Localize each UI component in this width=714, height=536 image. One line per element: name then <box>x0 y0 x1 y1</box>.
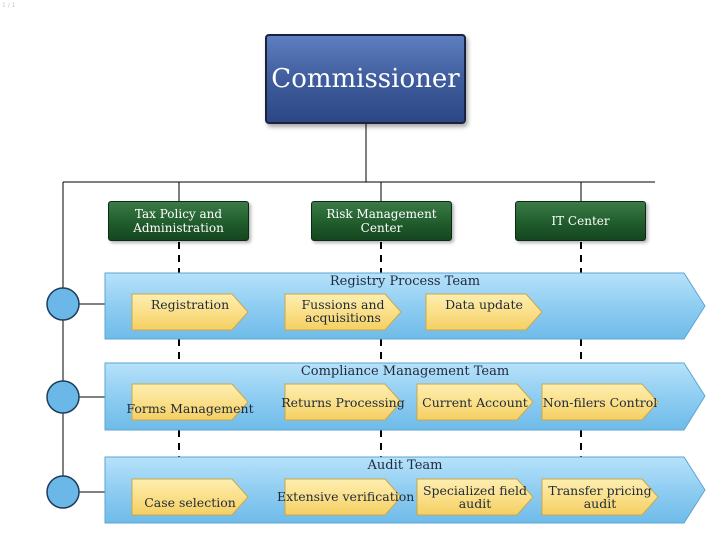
chevron-specialized <box>416 478 534 516</box>
process-forms-management: Forms Management <box>126 401 254 416</box>
dept-tax-policy: Tax Policy and Administration <box>108 201 249 241</box>
corner-text: 1 / 1 <box>2 2 16 9</box>
team-title-audit: Audit Team <box>367 458 443 473</box>
dept-label-line2: Center <box>360 221 403 235</box>
chevron-transfer <box>541 478 659 516</box>
process-returns: Returns Processing <box>281 395 405 410</box>
dashed-dept-lines <box>178 242 582 457</box>
chevron-current-account <box>416 383 534 421</box>
commissioner-box: Commissioner <box>265 34 466 124</box>
process-specialized-audit: Specialized field audit <box>422 483 528 511</box>
chevron-data-update <box>425 293 543 331</box>
dept-it-center: IT Center <box>515 201 646 241</box>
team-node-1 <box>46 287 80 321</box>
process-extensive-verification: Extensive verification <box>277 489 415 504</box>
process-case-selection: Case selection <box>144 495 236 510</box>
dept-label-line1: Tax Policy and <box>134 207 223 221</box>
team-node-2 <box>46 380 80 414</box>
chevron-forms <box>131 383 249 421</box>
team-band-registry <box>104 272 706 340</box>
process-non-filers: Non-filers Control <box>542 395 658 410</box>
process-transfer-pricing: Transfer pricing audit <box>548 483 652 511</box>
dept-label-line2: Administration <box>133 221 224 235</box>
team-title-registry: Registry Process Team <box>329 274 481 289</box>
chevron-non-filers <box>541 383 659 421</box>
process-fussions: Fussions and acquisitions <box>301 297 385 325</box>
dept-label-line1: IT Center <box>551 214 610 228</box>
process-registration: Registration <box>150 297 230 312</box>
chevron-registration <box>131 293 249 331</box>
dept-label-line1: Risk Management <box>326 207 437 221</box>
chevron-returns <box>284 383 402 421</box>
commissioner-label: Commissioner <box>271 64 460 94</box>
chevron-fussions <box>284 293 402 331</box>
process-data-update: Data update <box>445 297 523 312</box>
team-title-compliance: Compliance Management Team <box>300 364 510 379</box>
chevron-extensive <box>284 478 402 516</box>
process-current-account: Current Account <box>422 395 528 410</box>
chevron-case-selection <box>131 478 249 516</box>
dept-risk-management: Risk Management Center <box>311 201 452 241</box>
team-node-3 <box>46 475 80 509</box>
